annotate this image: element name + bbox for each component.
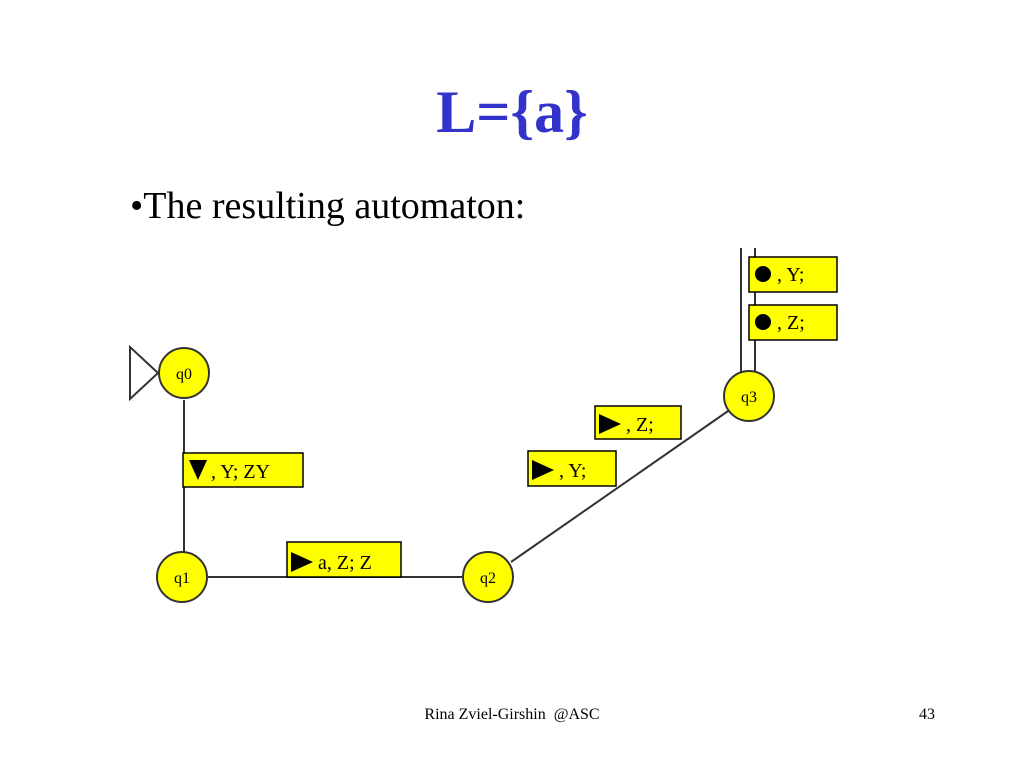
transition-text: a, Z; Z bbox=[318, 552, 372, 574]
label-box bbox=[594, 405, 682, 440]
state-q0[interactable]: q0 bbox=[158, 347, 210, 399]
state-q1[interactable]: q1 bbox=[156, 551, 208, 603]
transition-label-q0-q1[interactable]: , Y; ZY bbox=[182, 452, 304, 488]
transition-text: , Y; bbox=[777, 264, 804, 286]
slide-title: L={a} bbox=[436, 79, 588, 145]
state-label-q2: q2 bbox=[480, 570, 496, 587]
footer-author: Rina Zviel-Girshin @ASC bbox=[424, 706, 600, 723]
transition-text: , Z; bbox=[777, 312, 805, 334]
right-triangle-icon bbox=[532, 460, 554, 480]
right-triangle-icon bbox=[599, 414, 621, 434]
transition-label-q2-q3-y[interactable]: , Y; bbox=[527, 450, 617, 487]
state-circle bbox=[723, 370, 775, 422]
dot-icon bbox=[755, 314, 771, 330]
transition-label-q3-loop-z[interactable]: , Z; bbox=[748, 304, 838, 341]
state-circle bbox=[462, 551, 514, 603]
state-circle bbox=[158, 347, 210, 399]
page-number: 43 bbox=[919, 706, 935, 723]
bullet-text: •The resulting automaton: bbox=[130, 185, 526, 227]
transition-text: , Z; bbox=[626, 414, 654, 436]
state-label-q0: q0 bbox=[176, 366, 192, 383]
initial-state-arrow-icon bbox=[129, 344, 160, 402]
state-label-q3: q3 bbox=[741, 389, 757, 406]
transition-text: , Y; ZY bbox=[211, 461, 270, 483]
down-triangle-icon bbox=[189, 460, 207, 480]
state-q2[interactable]: q2 bbox=[462, 551, 514, 603]
transition-text: , Y; bbox=[559, 460, 586, 482]
state-q3[interactable]: q3 bbox=[723, 370, 775, 422]
state-label-q1: q1 bbox=[174, 570, 190, 587]
transition-label-q3-loop-y[interactable]: , Y; bbox=[748, 256, 838, 293]
state-circle bbox=[156, 551, 208, 603]
transition-label-q2-q3-z[interactable]: , Z; bbox=[594, 405, 682, 440]
transition-label-q1-q2[interactable]: a, Z; Z bbox=[286, 541, 402, 578]
label-box bbox=[182, 452, 304, 488]
edge-q2-q3 bbox=[510, 408, 732, 563]
right-triangle-icon bbox=[291, 552, 313, 572]
dot-icon bbox=[755, 266, 771, 282]
